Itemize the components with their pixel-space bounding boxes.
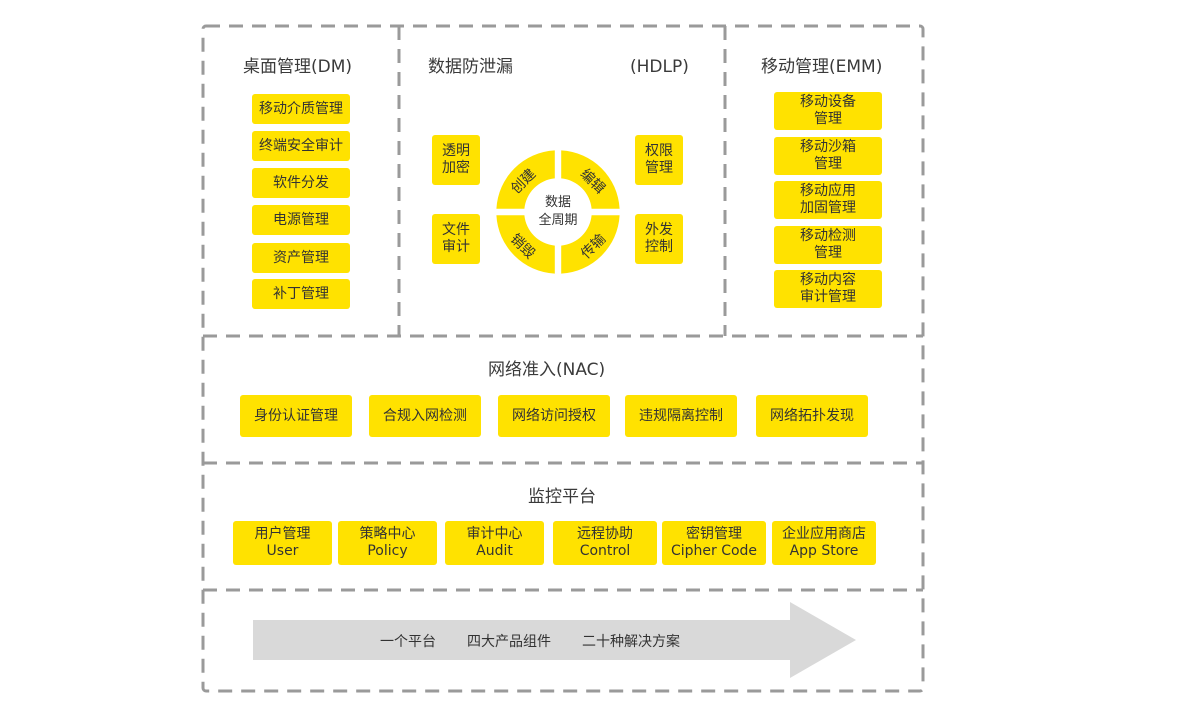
arrow-text-components: 四大产品组件: [467, 634, 551, 650]
nac-title: 网络准入(NAC): [488, 360, 606, 380]
hdlp-right-item[interactable]: 外发控制: [635, 214, 683, 264]
dm-item[interactable]: 补丁管理: [252, 279, 350, 309]
dm-item[interactable]: 移动介质管理: [252, 94, 350, 124]
dm-item[interactable]: 终端安全审计: [252, 131, 350, 161]
dm-item[interactable]: 电源管理: [252, 205, 350, 235]
nac-item[interactable]: 身份认证管理: [240, 395, 352, 437]
emm-item[interactable]: 移动检测管理: [774, 226, 882, 264]
nac-item[interactable]: 网络拓扑发现: [756, 395, 868, 437]
hdlp-right-item[interactable]: 权限管理: [635, 135, 683, 185]
data-lifecycle-ring: [496, 150, 620, 274]
nac-item[interactable]: 网络访问授权: [498, 395, 610, 437]
ring-center-label: 数据 全周期: [538, 195, 578, 228]
dm-title: 桌面管理(DM): [243, 57, 353, 77]
nac-item[interactable]: 违规隔离控制: [625, 395, 737, 437]
hdlp-left-item[interactable]: 文件审计: [432, 214, 480, 264]
emm-item[interactable]: 移动应用加固管理: [774, 181, 882, 219]
emm-item[interactable]: 移动设备管理: [774, 92, 882, 130]
arrow-text-platform: 一个平台: [380, 634, 436, 650]
emm-title: 移动管理(EMM): [761, 57, 883, 77]
hdlp-left-item[interactable]: 透明加密: [432, 135, 480, 185]
dm-item[interactable]: 软件分发: [252, 168, 350, 198]
dm-item[interactable]: 资产管理: [252, 243, 350, 273]
platform-arrow: [253, 602, 856, 678]
hdlp-title: 数据防泄漏: [428, 57, 513, 77]
nac-item[interactable]: 合规入网检测: [369, 395, 481, 437]
arrow-text-solutions: 二十种解决方案: [582, 634, 680, 650]
emm-item[interactable]: 移动内容审计管理: [774, 270, 882, 308]
emm-item[interactable]: 移动沙箱管理: [774, 137, 882, 175]
monitor-title: 监控平台: [528, 487, 596, 507]
hdlp-title-abbr: (HDLP): [630, 57, 689, 77]
